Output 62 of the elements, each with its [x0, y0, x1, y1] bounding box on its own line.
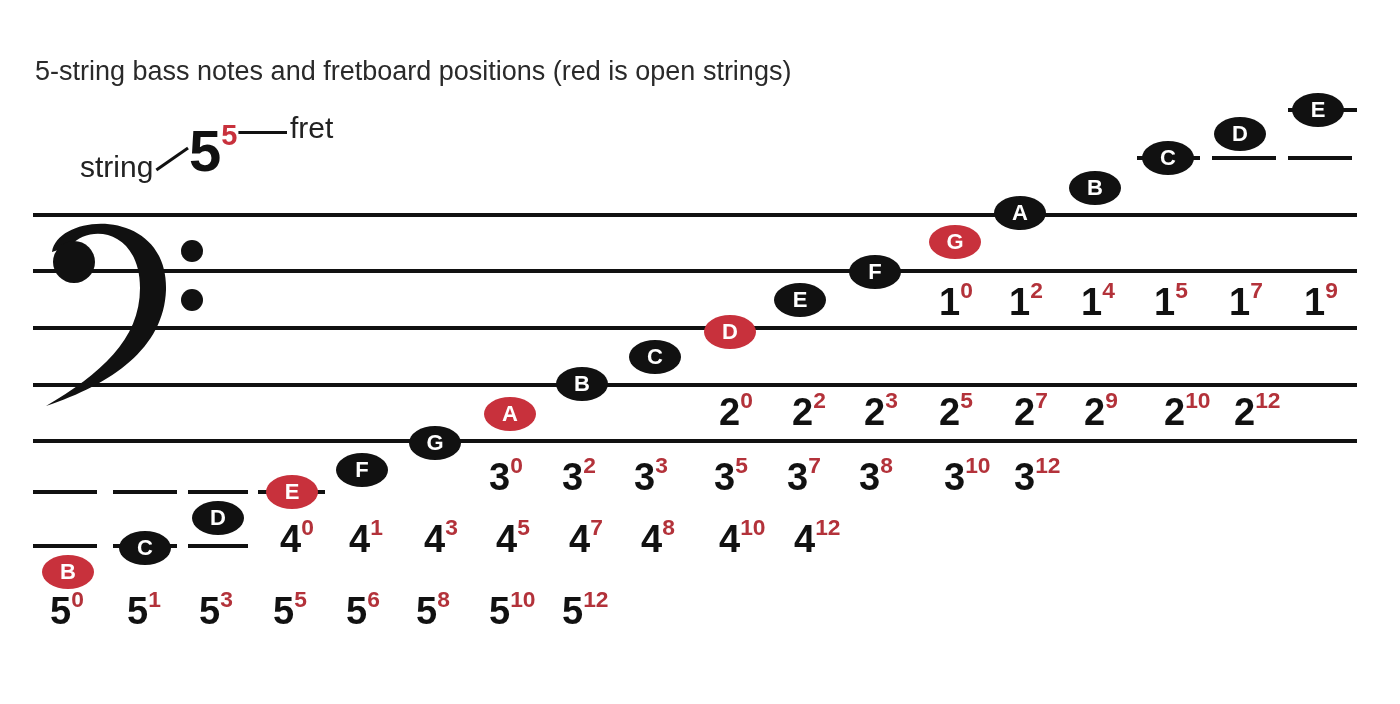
fret-position: 2$^{5}$: [939, 393, 973, 431]
fret-position: 5$^{8}$: [416, 592, 450, 630]
note-oval: G: [409, 426, 461, 460]
fret-position: 5$^{6}$: [346, 592, 380, 630]
fret-position: 1$^{5}$: [1154, 283, 1188, 321]
fret-position: 2$^{7}$: [1014, 393, 1048, 431]
fret-position: 4$^{7}$: [569, 520, 603, 558]
fret-position: 4$^{0}$: [280, 520, 314, 558]
fret-position: 3$^{2}$: [562, 458, 596, 496]
note-oval: C: [119, 531, 171, 565]
note-oval: E: [774, 283, 826, 317]
fret-position: 4$^{8}$: [641, 520, 675, 558]
fret-position: 3$^{12}$: [1014, 458, 1061, 496]
fret-position: 3$^{7}$: [787, 458, 821, 496]
fret-position: 1$^{7}$: [1229, 283, 1263, 321]
fret-position: 2$^{3}$: [864, 393, 898, 431]
note-oval: B: [42, 555, 94, 589]
note-oval: B: [556, 367, 608, 401]
fret-position: 4$^{10}$: [719, 520, 766, 558]
fret-position: 1$^{9}$: [1304, 283, 1338, 321]
fret-position: 3$^{10}$: [944, 458, 991, 496]
fret-position: 4$^{5}$: [496, 520, 530, 558]
fret-position: 4$^{1}$: [349, 520, 383, 558]
title: 5-string bass notes and fretboard positions (red is open strings): [35, 56, 792, 87]
fret-position: 5$^{10}$: [489, 592, 536, 630]
fret-position: 5$^{5}$: [273, 592, 307, 630]
position-example: 5$^{5}$: [189, 122, 238, 180]
note-oval: D: [1214, 117, 1266, 151]
fret-position: 2$^{10}$: [1164, 393, 1211, 431]
legend-word: string: [80, 152, 154, 182]
legend-word: fret: [290, 113, 334, 143]
note-oval: C: [629, 340, 681, 374]
fret-position: 4$^{3}$: [424, 520, 458, 558]
note-oval: G: [929, 225, 981, 259]
fret-position: 5$^{0}$: [50, 592, 84, 630]
note-oval: F: [849, 255, 901, 289]
fret-position: 3$^{8}$: [859, 458, 893, 496]
note-oval: C: [1142, 141, 1194, 175]
note-oval: D: [192, 501, 244, 535]
note-oval: D: [704, 315, 756, 349]
fret-position: 2$^{12}$: [1234, 393, 1281, 431]
note-oval: F: [336, 453, 388, 487]
note-oval: E: [266, 475, 318, 509]
note-oval: E: [1292, 93, 1344, 127]
fret-position: 2$^{2}$: [792, 393, 826, 431]
fret-position: 5$^{1}$: [127, 592, 161, 630]
note-oval: A: [484, 397, 536, 431]
fret-position: 1$^{2}$: [1009, 283, 1043, 321]
fret-position: 1$^{0}$: [939, 283, 973, 321]
fret-position: 1$^{4}$: [1081, 283, 1115, 321]
fret-position: 2$^{9}$: [1084, 393, 1118, 431]
leader-line: [238, 130, 287, 134]
fret-position: 3$^{5}$: [714, 458, 748, 496]
fret-position: 3$^{0}$: [489, 458, 523, 496]
fret-position: 4$^{12}$: [794, 520, 841, 558]
leader-line: [155, 146, 189, 172]
fret-position: 2$^{0}$: [719, 393, 753, 431]
note-oval: B: [1069, 171, 1121, 205]
fret-position: 5$^{12}$: [562, 592, 609, 630]
fret-position: 3$^{3}$: [634, 458, 668, 496]
note-oval: A: [994, 196, 1046, 230]
fret-position: 5$^{3}$: [199, 592, 233, 630]
